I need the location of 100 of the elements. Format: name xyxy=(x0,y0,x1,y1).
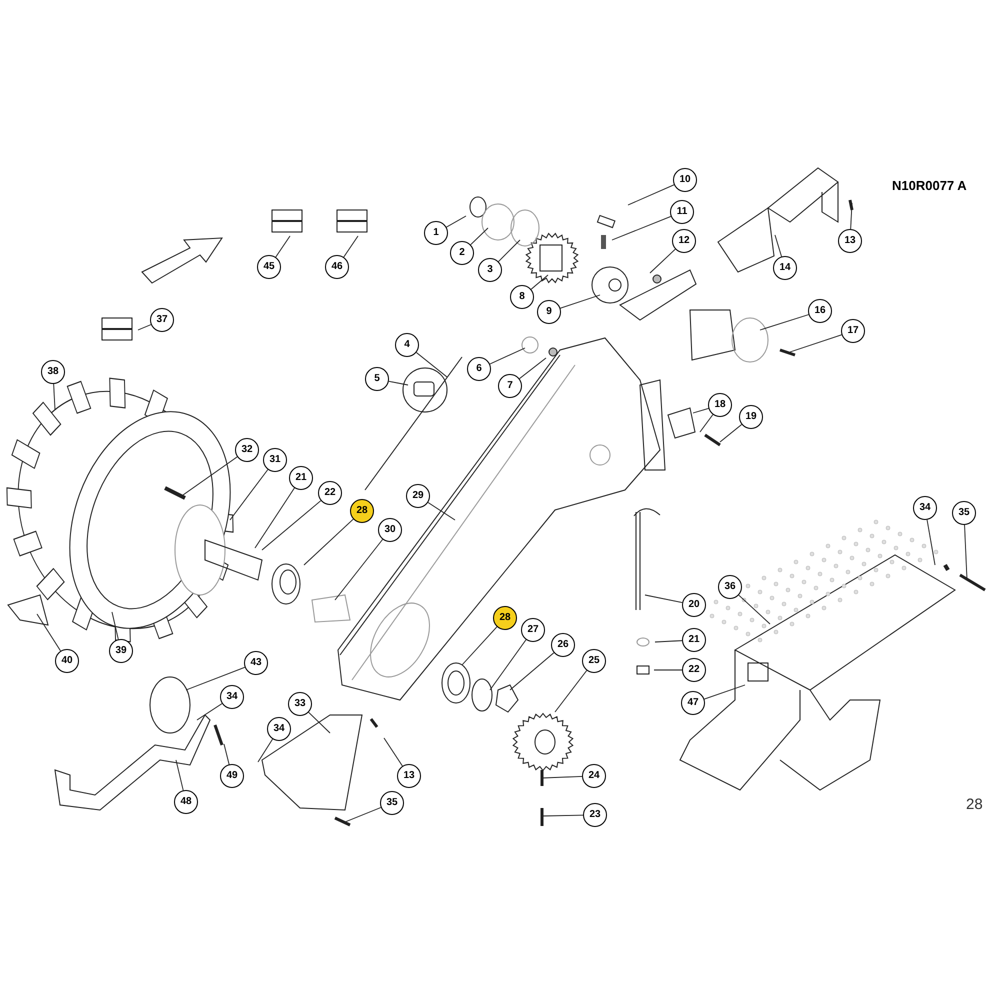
leader-line xyxy=(428,502,456,520)
callout-number: 36 xyxy=(718,575,742,599)
leader-line xyxy=(334,538,384,600)
callout-number: 18 xyxy=(708,393,732,417)
page-number: 28 xyxy=(966,795,983,815)
leader-line xyxy=(530,274,548,290)
leader-line xyxy=(519,358,546,380)
callout-number: 26 xyxy=(551,633,575,657)
callout-number: 20 xyxy=(682,593,706,617)
leader-line xyxy=(446,216,466,228)
leader-line xyxy=(964,524,968,580)
leader-line xyxy=(343,236,358,258)
callout-number: 19 xyxy=(739,405,763,429)
leader-line xyxy=(850,202,852,230)
callout-number: 49 xyxy=(220,764,244,788)
leader-line xyxy=(489,348,526,364)
leader-line xyxy=(790,334,842,352)
leader-line xyxy=(53,384,56,410)
leader-line xyxy=(542,814,584,816)
callout-number: 33 xyxy=(288,692,312,716)
callout-number: 4 xyxy=(395,333,419,357)
callout-number: 11 xyxy=(670,200,694,224)
leader-line xyxy=(262,500,322,550)
callout-number: 38 xyxy=(41,360,65,384)
leader-line xyxy=(462,626,498,666)
callout-number: 43 xyxy=(244,651,268,675)
callout-number: 13 xyxy=(397,764,421,788)
leader-line xyxy=(560,294,600,309)
callout-number: 27 xyxy=(521,618,545,642)
callout-number: 48 xyxy=(174,790,198,814)
callout-number: 13 xyxy=(838,229,862,253)
callout-number: 35 xyxy=(380,791,404,815)
leader-line xyxy=(304,518,354,566)
callout-number: 32 xyxy=(235,438,259,462)
callout-number: 7 xyxy=(498,374,522,398)
leader-line xyxy=(388,380,408,386)
leader-line xyxy=(254,488,295,548)
callout-number: 35 xyxy=(952,501,976,525)
callout-number: 34 xyxy=(267,717,291,741)
callout-number: 34 xyxy=(913,496,937,520)
callout-number: 28 xyxy=(493,606,517,630)
callout-number: 22 xyxy=(318,481,342,505)
leader-line xyxy=(654,640,682,642)
leader-line xyxy=(112,612,119,640)
leader-line xyxy=(498,240,520,262)
callout-number: 5 xyxy=(365,367,389,391)
leader-line xyxy=(275,236,290,258)
callout-number: 25 xyxy=(582,649,606,673)
leader-line xyxy=(644,594,683,604)
callout-number: 22 xyxy=(682,658,706,682)
leader-line xyxy=(542,776,582,778)
callout-number: 30 xyxy=(378,518,402,542)
leader-line xyxy=(490,639,526,690)
leader-line xyxy=(926,519,936,566)
callout-number: 8 xyxy=(510,285,534,309)
callout-number: 12 xyxy=(672,229,696,253)
leader-line xyxy=(738,594,770,624)
leader-line xyxy=(720,424,742,442)
drawing-number: N10R0077 A xyxy=(892,177,967,195)
leader-line xyxy=(700,414,714,432)
callout-number: 6 xyxy=(467,357,491,381)
callout-number: 34 xyxy=(220,685,244,709)
callout-number: 2 xyxy=(450,241,474,265)
callout-number: 46 xyxy=(325,255,349,279)
leader-line xyxy=(182,456,238,496)
leader-line xyxy=(138,324,152,330)
callout-number: 31 xyxy=(263,448,287,472)
leader-line xyxy=(344,807,382,822)
callout-number: 9 xyxy=(537,300,561,324)
callout-number: 24 xyxy=(582,764,606,788)
callout-number: 10 xyxy=(673,168,697,192)
leader-line xyxy=(510,652,554,690)
leader-line xyxy=(612,216,672,240)
callout-number: 47 xyxy=(681,691,705,715)
leader-line xyxy=(36,614,61,652)
callout-number: 39 xyxy=(109,639,133,663)
leader-line xyxy=(384,738,403,766)
callout-number: 14 xyxy=(773,256,797,280)
leader-line xyxy=(196,703,222,720)
callout-number: 3 xyxy=(478,258,502,282)
callout-number: 45 xyxy=(257,255,281,279)
leader-line xyxy=(650,248,676,274)
callout-number: 28 xyxy=(350,499,374,523)
leader-line xyxy=(176,760,184,791)
leader-line xyxy=(308,712,330,734)
leader-line xyxy=(416,352,448,378)
leader-line xyxy=(704,684,746,700)
callout-number: 29 xyxy=(406,484,430,508)
callout-number: 16 xyxy=(808,299,832,323)
leader-line xyxy=(470,228,488,246)
callout-number: 37 xyxy=(150,308,174,332)
callout-number: 1 xyxy=(424,221,448,245)
callout-number: 17 xyxy=(841,319,865,343)
leader-line xyxy=(186,666,246,690)
callout-number: 21 xyxy=(682,628,706,652)
callout-number: 23 xyxy=(583,803,607,827)
callout-number: 40 xyxy=(55,649,79,673)
leader-line xyxy=(760,314,809,330)
leader-line xyxy=(258,738,273,762)
leader-line xyxy=(692,408,709,414)
